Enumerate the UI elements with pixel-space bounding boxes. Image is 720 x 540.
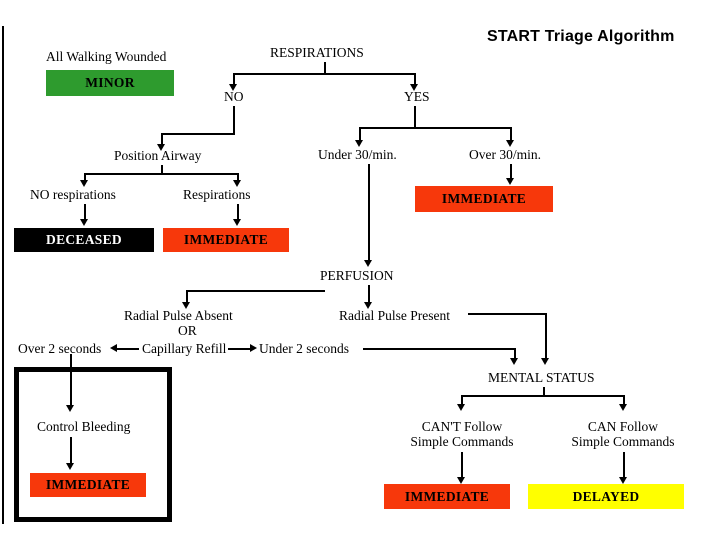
line-yes-split	[359, 127, 511, 129]
node-cant-follow-line1: CAN'T Follow	[421, 419, 503, 434]
node-yes: YES	[404, 89, 430, 104]
line-yes-to-under30	[359, 127, 361, 141]
line-under2-down	[514, 348, 516, 359]
arrow-to-respirations-present	[233, 180, 241, 187]
line-mental-to-can	[623, 395, 625, 405]
line-respirations-split	[233, 73, 415, 75]
line-present-right	[468, 313, 546, 315]
line-airway-stem	[161, 165, 163, 174]
arrow-to-immediate-bleeding	[66, 463, 74, 470]
line-mental-stem	[543, 387, 545, 396]
arrow-to-immediate-mental	[457, 477, 465, 484]
arrow-to-under-2-seconds	[250, 344, 257, 352]
line-airway-to-resp	[237, 173, 239, 181]
node-can-follow-line1: CAN Follow	[587, 419, 659, 434]
outcome-immediate-bleeding: IMMEDIATE	[30, 473, 146, 497]
node-can-follow-line2: Simple Commands	[571, 434, 675, 449]
line-under30-down	[368, 164, 370, 261]
line-bleeding-to-immediate	[70, 437, 72, 464]
outcome-immediate-mental: IMMEDIATE	[384, 484, 510, 509]
line-yes-to-over30	[510, 127, 512, 141]
outcome-delayed: DELAYED	[528, 484, 684, 509]
node-under-2-seconds: Under 2 seconds	[259, 341, 349, 356]
line-no-left	[161, 133, 235, 135]
node-mental-status: MENTAL STATUS	[488, 370, 595, 385]
outcome-deceased: DECEASED	[14, 228, 154, 252]
line-present-down	[545, 313, 547, 359]
line-perfusion-to-absent	[186, 290, 188, 303]
node-under-30: Under 30/min.	[318, 147, 397, 162]
line-yes-down	[414, 106, 416, 128]
node-perfusion: PERFUSION	[320, 268, 394, 283]
outcome-minor: MINOR	[46, 70, 174, 96]
line-airway-split	[84, 173, 238, 175]
arrow-to-under-30	[355, 140, 363, 147]
node-position-airway: Position Airway	[114, 148, 202, 163]
arrow-to-radial-pulse-present	[364, 302, 372, 309]
line-under2-right	[363, 348, 515, 350]
node-capillary-refill: Capillary Refill	[142, 341, 227, 356]
node-cant-follow-line2: Simple Commands	[410, 434, 514, 449]
line-respirations-stem	[324, 62, 326, 74]
node-no-respirations: NO respirations	[30, 187, 116, 202]
arrow-to-no	[229, 84, 237, 91]
arrow-to-yes	[410, 84, 418, 91]
line-perfusion-to-present	[368, 285, 370, 303]
node-respirations-present: Respirations	[183, 187, 251, 202]
line-respirations-to-yes	[414, 73, 416, 85]
arrow-to-deceased	[80, 219, 88, 226]
arrow-to-cant-follow	[457, 404, 465, 411]
line-airway-to-no-resp	[84, 173, 86, 181]
node-radial-pulse-present: Radial Pulse Present	[339, 308, 450, 323]
line-mental-to-cant	[461, 395, 463, 405]
arrow-to-immediate-airway	[233, 219, 241, 226]
arrow-to-can-follow	[619, 404, 627, 411]
arrow-to-over-2-seconds	[110, 344, 117, 352]
arrow-to-no-respirations	[80, 180, 88, 187]
arrow-to-radial-pulse-absent	[182, 302, 190, 309]
arrow-to-position-airway	[157, 144, 165, 151]
line-perfusion-left	[186, 290, 325, 292]
outcome-immediate-rate: IMMEDIATE	[415, 186, 553, 212]
line-over2-down	[70, 354, 72, 406]
line-no-down	[233, 106, 235, 134]
outcome-immediate-airway: IMMEDIATE	[163, 228, 289, 252]
arrow-to-perfusion	[364, 260, 372, 267]
line-mental-split	[461, 395, 624, 397]
line-refill-to-under2	[228, 348, 250, 350]
arrow-to-over-30	[506, 140, 514, 147]
arrow-to-delayed	[619, 477, 627, 484]
line-over30-to-immediate	[510, 164, 512, 179]
node-radial-pulse-absent: Radial Pulse Absent	[124, 308, 233, 323]
line-respirations-to-no	[233, 73, 235, 85]
node-over-2-seconds: Over 2 seconds	[18, 341, 102, 356]
line-cant-to-immediate	[461, 452, 463, 478]
line-to-immediate-airway	[237, 204, 239, 220]
arrow-present-to-mental-status	[541, 358, 549, 365]
line-to-deceased	[84, 204, 86, 220]
node-no: NO	[224, 89, 244, 104]
arrow-under2-to-mental-status	[510, 358, 518, 365]
node-respirations: RESPIRATIONS	[270, 45, 364, 60]
node-all-walking-wounded: All Walking Wounded	[46, 49, 167, 64]
arrow-to-control-bleeding	[66, 405, 74, 412]
line-refill-to-over2	[117, 348, 139, 350]
page-title: START Triage Algorithm	[487, 28, 675, 45]
line-can-to-delayed	[623, 452, 625, 478]
node-control-bleeding: Control Bleeding	[37, 419, 131, 434]
control-bleeding-group-box	[14, 367, 172, 522]
left-border-rule	[2, 26, 4, 524]
arrow-to-immediate-rate	[506, 178, 514, 185]
node-or: OR	[178, 323, 197, 338]
node-over-30: Over 30/min.	[469, 147, 541, 162]
line-no-to-airway	[161, 133, 163, 145]
